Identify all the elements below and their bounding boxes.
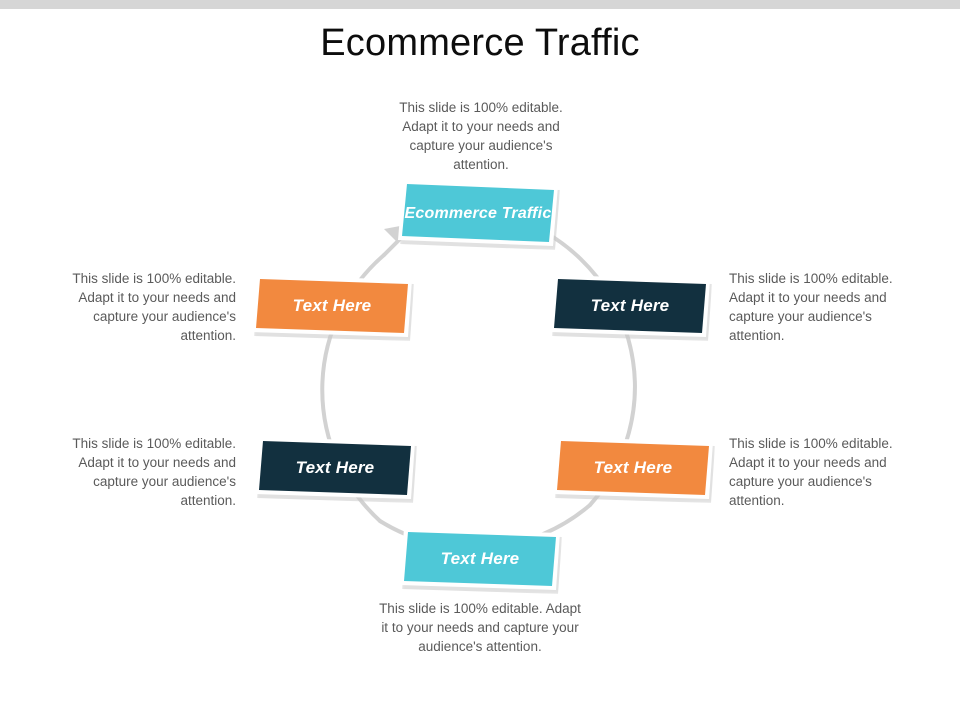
node-top-label: Ecommerce Traffic [404,204,552,222]
node-upper-left-label: Text Here [292,296,372,315]
node-upper-right-label: Text Here [590,296,670,315]
caption-bottom: This slide is 100% editable. Adapt it to… [379,601,581,654]
node-fill [404,532,556,586]
node-upper-right[interactable]: Text Here [550,275,712,341]
node-lower-left[interactable]: Text Here [255,437,417,503]
caption-top: This slide is 100% editable. Adapt it to… [399,100,563,172]
node-fill [557,441,709,495]
node-top[interactable]: Ecommerce Traffic [398,180,560,250]
page-title: Ecommerce Traffic [320,22,640,64]
top-gray-band [0,0,960,9]
node-lower-left-label: Text Here [295,458,375,477]
node-upper-left[interactable]: Text Here [252,275,414,341]
node-lower-right[interactable]: Text Here [553,437,715,503]
caption-upper-left: This slide is 100% editable. Adapt it to… [72,271,236,343]
node-fill [256,279,408,333]
node-bottom-label: Text Here [440,549,520,568]
node-fill [554,279,706,333]
node-bottom[interactable]: Text Here [400,528,562,594]
node-fill [402,184,554,242]
node-lower-right-label: Text Here [593,458,673,477]
node-fill [259,441,411,495]
caption-lower-left: This slide is 100% editable. Adapt it to… [72,436,236,508]
caption-upper-right: This slide is 100% editable. Adapt it to… [729,271,893,343]
caption-lower-right: This slide is 100% editable. Adapt it to… [729,436,893,508]
